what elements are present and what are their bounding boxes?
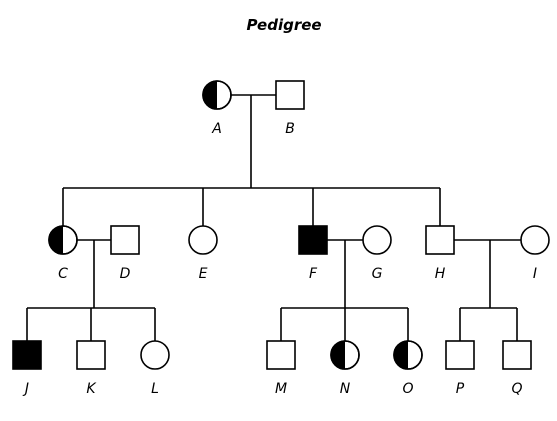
label-B: B xyxy=(285,121,295,137)
label-I: I xyxy=(533,266,537,282)
pedigree-labels: A B C D E F G H I J K L M N O P Q xyxy=(22,121,537,397)
label-M: M xyxy=(275,381,287,397)
label-D: D xyxy=(120,266,131,282)
label-A: A xyxy=(211,121,222,137)
label-J: J xyxy=(22,381,29,397)
label-P: P xyxy=(456,381,465,397)
female-symbol xyxy=(140,340,170,370)
label-Q: Q xyxy=(511,381,522,397)
individual-E xyxy=(188,225,218,255)
female-outline xyxy=(202,80,232,110)
individual-H xyxy=(425,225,455,255)
carrier-half-fill xyxy=(331,341,345,369)
female-outline xyxy=(330,340,360,370)
male-symbol xyxy=(425,225,455,255)
female-symbol xyxy=(188,225,218,255)
carrier-half-fill xyxy=(394,341,408,369)
label-G: G xyxy=(372,266,383,282)
label-O: O xyxy=(402,381,413,397)
affected-fill xyxy=(299,226,327,254)
individual-P xyxy=(445,340,475,370)
label-L: L xyxy=(151,381,159,397)
diagram-title: Pedigree xyxy=(246,16,321,34)
female-outline xyxy=(48,225,78,255)
individual-N xyxy=(330,340,360,370)
female-symbol xyxy=(520,225,550,255)
individual-Q xyxy=(502,340,532,370)
affected-fill xyxy=(13,341,41,369)
pedigree-lines xyxy=(26,94,521,341)
individual-D xyxy=(110,225,140,255)
male-symbol xyxy=(110,225,140,255)
individual-M xyxy=(266,340,296,370)
label-C: C xyxy=(58,266,68,282)
individual-F xyxy=(298,225,328,255)
individual-C xyxy=(48,225,78,255)
female-outline xyxy=(393,340,423,370)
individual-G xyxy=(362,225,392,255)
carrier-half-fill xyxy=(49,226,63,254)
individual-O xyxy=(393,340,423,370)
female-symbol xyxy=(362,225,392,255)
male-symbol xyxy=(275,80,305,110)
carrier-half-fill xyxy=(203,81,217,109)
label-H: H xyxy=(435,266,446,282)
male-symbol xyxy=(266,340,296,370)
individual-K xyxy=(76,340,106,370)
male-symbol xyxy=(445,340,475,370)
individual-I xyxy=(520,225,550,255)
pedigree-symbols xyxy=(12,80,550,370)
label-E: E xyxy=(199,266,208,282)
label-K: K xyxy=(86,381,97,397)
label-F: F xyxy=(309,266,318,282)
individual-B xyxy=(275,80,305,110)
individual-J xyxy=(12,340,42,370)
individual-A xyxy=(202,80,232,110)
male-symbol xyxy=(76,340,106,370)
individual-L xyxy=(140,340,170,370)
label-N: N xyxy=(340,381,351,397)
male-symbol xyxy=(502,340,532,370)
